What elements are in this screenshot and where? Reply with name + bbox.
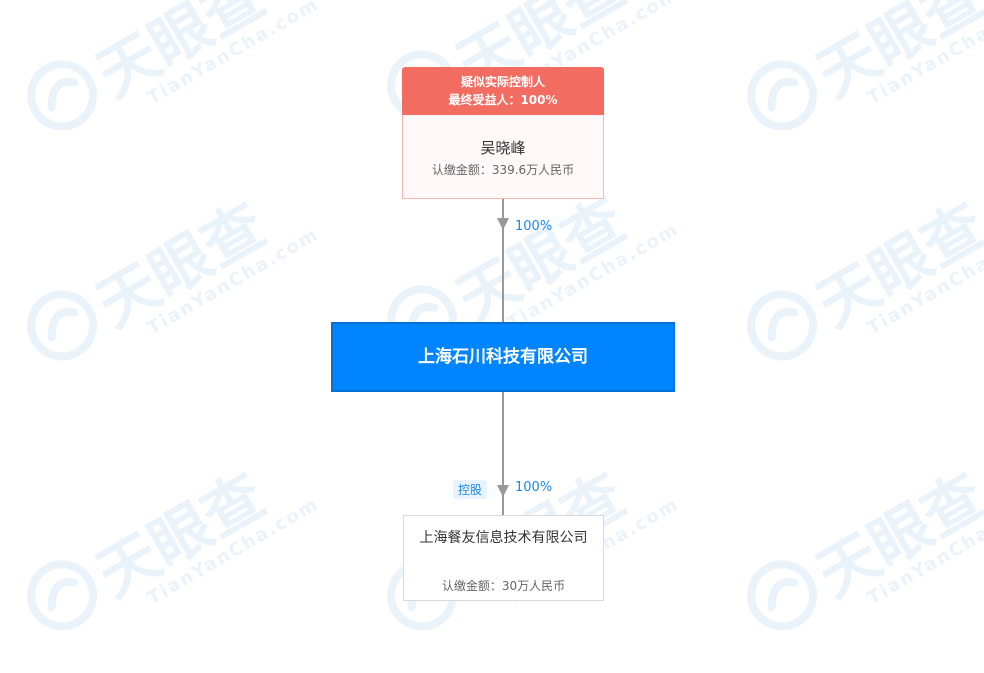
controller-body: 吴晓峰 认缴金额：339.6万人民币 — [402, 115, 604, 199]
controller-badge-line2: 最终受益人：100% — [448, 93, 558, 107]
edge-controller-main-percent: 100% — [515, 219, 553, 234]
edge-main-sub-tag: 控股 — [453, 480, 488, 499]
controller-name[interactable]: 吴晓峰 — [480, 139, 526, 157]
controller-subscribed-amount: 认缴金额：339.6万人民币 — [431, 163, 575, 177]
main-company-name: 上海石川科技有限公司 — [418, 347, 588, 367]
controller-node[interactable]: 疑似实际控制人 最终受益人：100% 吴晓峰 认缴金额：339.6万人民币 — [402, 67, 604, 199]
controller-badge-line1: 疑似实际控制人 — [460, 75, 545, 89]
subsidiary-subscribed-amount: 认缴金额：30万人民币 — [441, 579, 566, 593]
watermark-text-en: TianYanCha.com — [863, 223, 984, 340]
watermark-logo-icon — [27, 560, 98, 631]
subsidiary-name: 上海餐友信息技术有限公司 — [419, 530, 588, 546]
edge-main-sub-percent: 100% — [515, 480, 553, 495]
watermark-logo-icon — [747, 60, 818, 131]
watermark-text-cn: 天眼查 — [805, 460, 984, 612]
watermark-text-cn: 天眼查 — [85, 460, 277, 612]
edge-main-sub-line — [502, 392, 504, 515]
watermark-text-cn: 天眼查 — [85, 190, 277, 342]
watermark-logo-icon — [27, 60, 98, 131]
watermark-text-en: TianYanCha.com — [143, 0, 323, 110]
watermark-text-en: TianYanCha.com — [143, 223, 323, 340]
watermark-text-en: TianYanCha.com — [503, 218, 683, 335]
watermark-text-en: TianYanCha.com — [143, 493, 323, 610]
watermark-text-cn: 天眼查 — [805, 190, 984, 342]
watermark-logo-icon — [747, 560, 818, 631]
main-company-node[interactable]: 上海石川科技有限公司 — [331, 322, 675, 392]
controller-badge: 疑似实际控制人 最终受益人：100% — [402, 67, 604, 115]
watermark-text-cn: 天眼查 — [85, 0, 277, 112]
edge-controller-main-line — [502, 199, 504, 322]
edge-main-sub-arrow-icon — [497, 485, 509, 497]
watermark-logo-icon — [747, 290, 818, 361]
edge-controller-main-arrow-icon — [497, 218, 509, 230]
watermark-text-en: TianYanCha.com — [863, 0, 984, 110]
watermark-logo-icon — [27, 290, 98, 361]
watermark-text-en: TianYanCha.com — [863, 493, 984, 610]
subsidiary-node[interactable]: 上海餐友信息技术有限公司 认缴金额：30万人民币 — [403, 515, 604, 601]
watermark-text-cn: 天眼查 — [805, 0, 984, 112]
